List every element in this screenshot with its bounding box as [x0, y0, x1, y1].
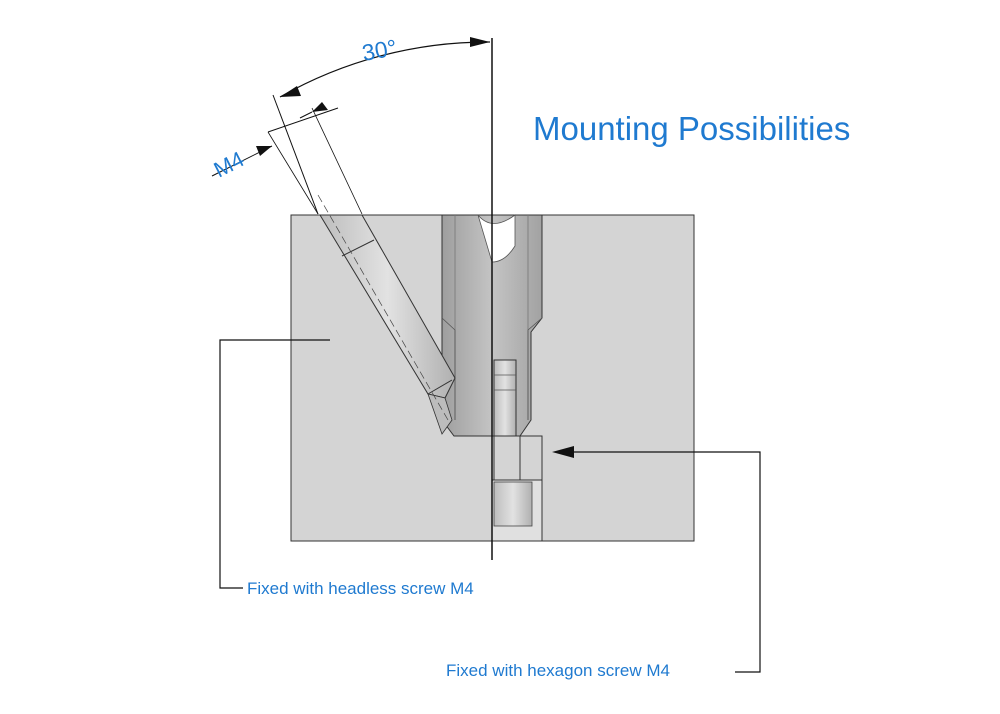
hexagon-screw [491, 359, 543, 542]
callout-headless-screw: Fixed with headless screw M4 [247, 579, 474, 598]
page-title: Mounting Possibilities [533, 110, 851, 147]
angle-dimension: 30° [272, 34, 491, 215]
thread-label: M4 [210, 146, 249, 182]
headless-screw [317, 194, 456, 435]
hexagon-leader [552, 446, 761, 673]
thread-dimension: M4 [210, 102, 363, 215]
callout-hexagon-screw: Fixed with hexagon screw M4 [446, 661, 670, 680]
headless-leader [219, 339, 330, 589]
angle-label: 30° [360, 34, 399, 66]
